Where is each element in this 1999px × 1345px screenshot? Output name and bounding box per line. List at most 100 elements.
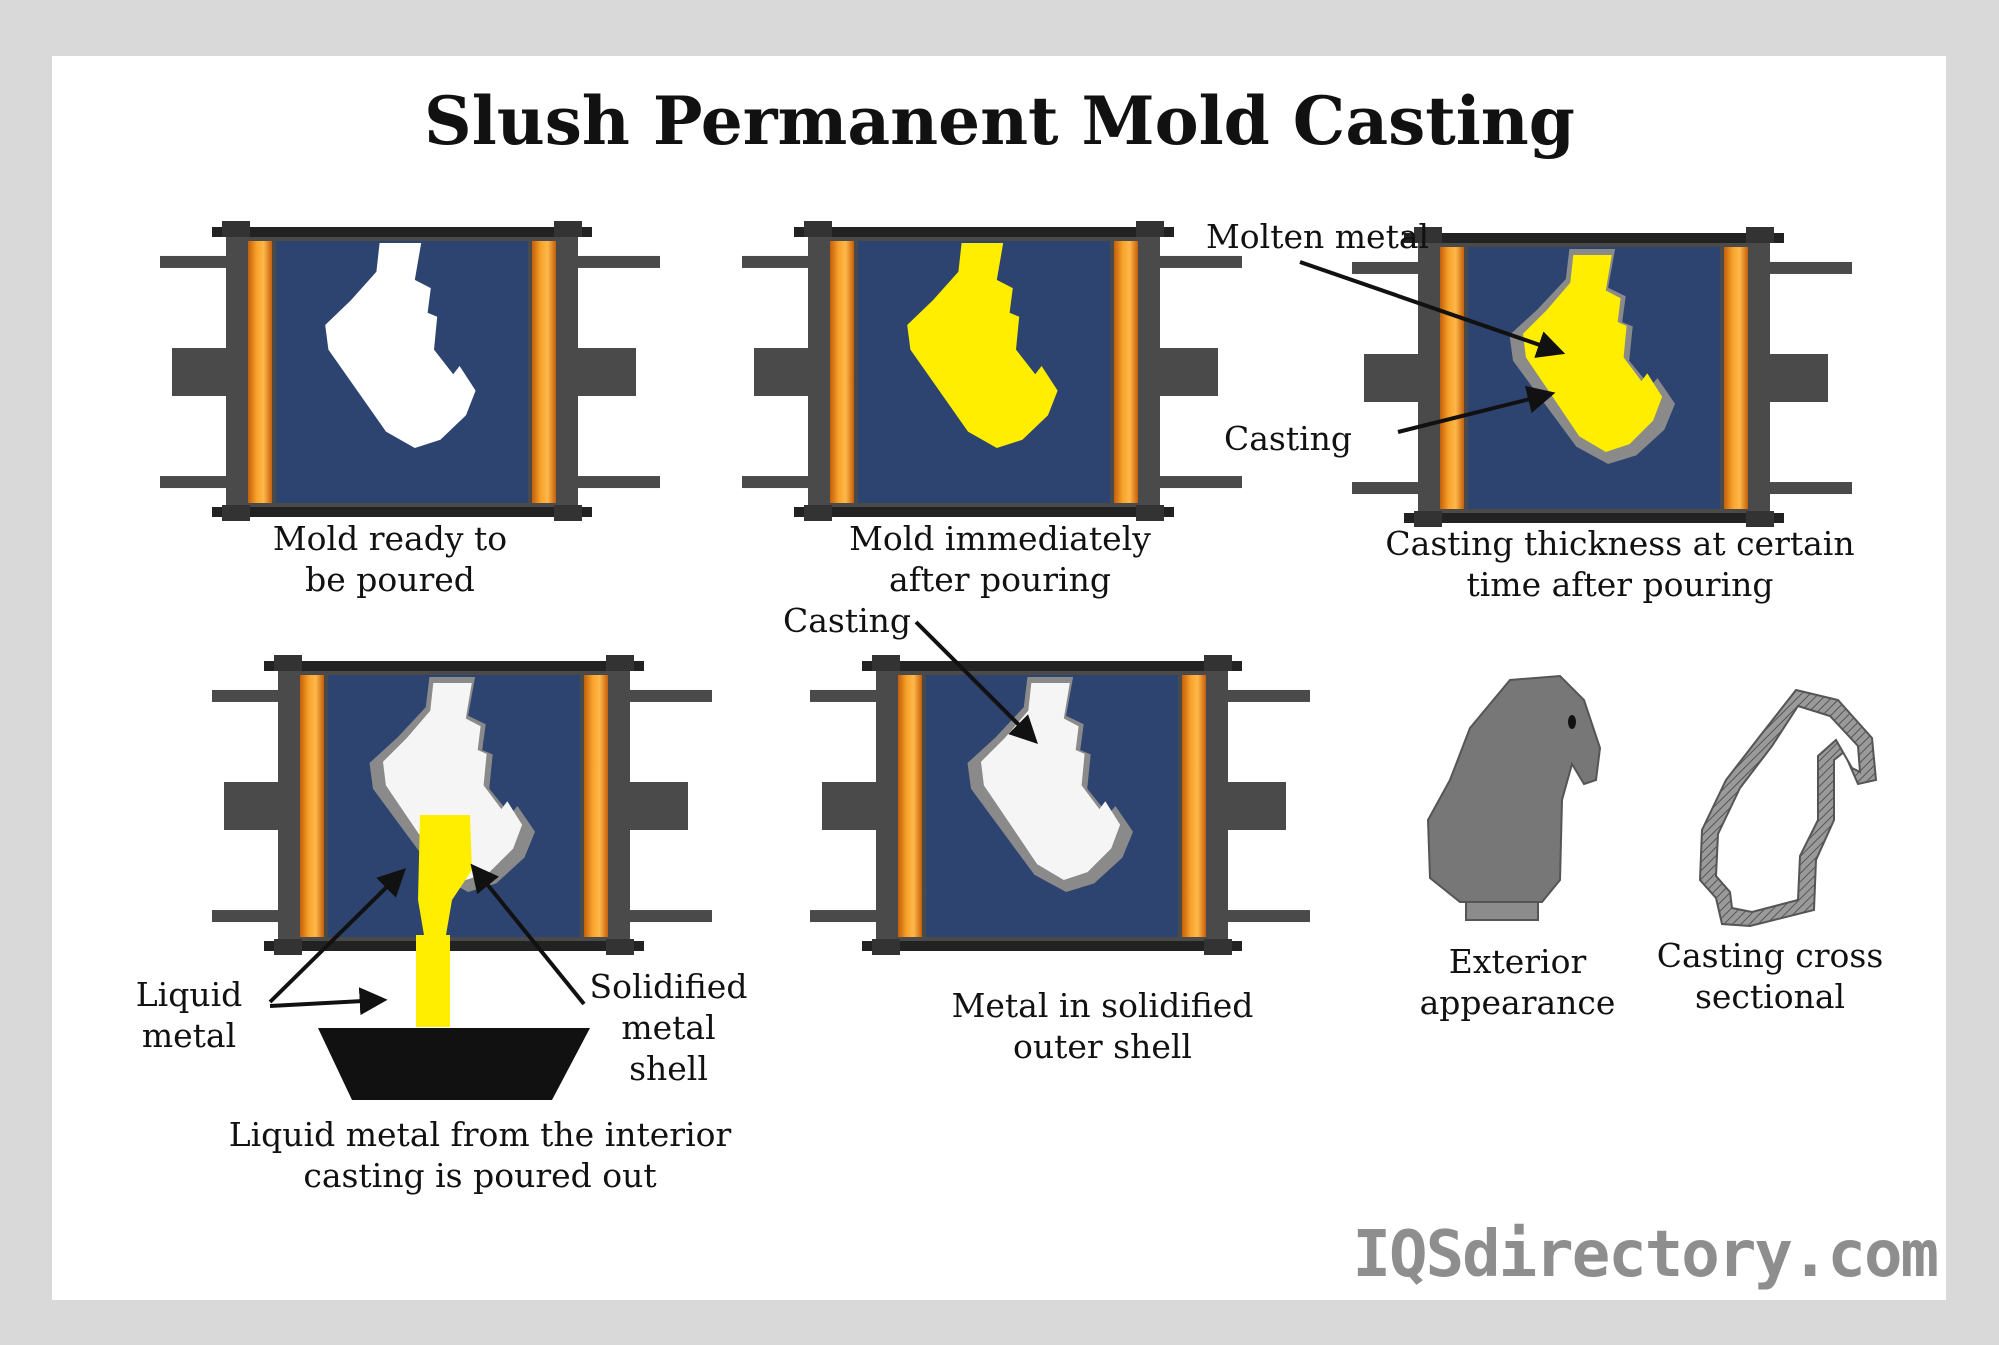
arrow-casting-step5 [914,620,1038,744]
caption-step5: Metal in solidified outer shell [930,985,1275,1067]
mold-bar-icon [1224,782,1286,830]
heater-left-icon [1440,247,1464,509]
mold-rod-icon [578,255,660,268]
mold-rod-icon [212,910,294,923]
mold-step3 [1352,227,1852,527]
heater-left-icon [830,241,854,503]
caption-step1: Mold ready to be poured [240,518,540,600]
callout-casting-step5: Casting [783,601,912,640]
caption-exterior: Exterior appearance [1400,941,1635,1023]
mold-clamp-icon [1136,221,1164,237]
mold-rod-icon [160,255,242,268]
callout-shell-line2: metal [621,1008,716,1047]
mold-bar-icon [1156,348,1218,396]
casting-silhouette-icon [907,243,1058,448]
diagram-title: Slush Permanent Mold Casting [424,82,1575,160]
exterior-body [1426,674,1602,903]
callout-liquid-line2: metal [141,1016,237,1055]
casting-core [1523,255,1663,452]
mold-clamp-icon [1136,505,1164,521]
cross-section-inner [1714,704,1862,914]
mold-rod-icon [1160,476,1242,489]
callout-shell-line3: shell [629,1049,708,1088]
callout-shell-line1: Solidified [589,967,748,1006]
arrow-liquid-metal-up [268,868,406,1004]
caption-step4-line1: Liquid metal from the interior [228,1115,732,1154]
caption-step4-line2: casting is poured out [303,1156,657,1195]
casting-core [383,683,523,880]
heater-right-icon [1724,247,1748,509]
mold-clamp-icon [872,939,900,955]
exterior-eye-icon [1568,715,1576,729]
mold-rod-icon [742,255,824,268]
mold-rod-icon [578,476,660,489]
exterior-casting-icon [1426,674,1602,921]
heater-right-icon [532,241,556,503]
mold-clamp-icon [274,939,302,955]
mold-platen-bottom [862,941,1242,951]
mold-clamp-icon [804,505,832,521]
mold-platen-top [264,661,644,671]
mold-clamp-icon [554,221,582,237]
mold-platen-top [862,661,1242,671]
watermark-logo: IQSdirectory.com [1352,1218,1939,1292]
mold-clamp-icon [606,939,634,955]
arrow-liquid-metal-right [269,987,388,1016]
mold-clamp-icon [1204,655,1232,671]
heater-right-icon [584,675,608,937]
mold-rod-icon [212,689,294,702]
ladle-icon [318,1028,590,1100]
mold-rod-icon [630,689,712,702]
caption-cross-line1: Casting cross [1656,936,1884,975]
mold-clamp-icon [222,221,250,237]
mold-clamp-icon [274,655,302,671]
mold-clamp-icon [872,655,900,671]
mold-bar-icon [822,782,882,830]
mold-platen-bottom [794,507,1174,517]
mold-step1 [160,221,660,521]
mold-rod-icon [1352,482,1434,495]
heater-right-icon [1114,241,1138,503]
heater-left-icon [300,675,324,937]
mold-clamp-icon [554,505,582,521]
mold-bar-icon [574,348,636,396]
mold-clamp-icon [222,505,250,521]
mold-clamp-icon [1414,227,1442,243]
mold-rod-icon [1228,910,1310,923]
caption-step5-line1: Metal in solidified [951,986,1254,1025]
arrow-casting-step3 [1397,385,1556,434]
mold-platen-bottom [212,507,592,517]
mold-rod-icon [1352,261,1434,274]
caption-exterior-line1: Exterior [1448,942,1587,981]
mold-rod-icon [1228,689,1310,702]
caption-cross-line2: sectional [1694,977,1846,1016]
caption-exterior-line2: appearance [1419,983,1616,1022]
mold-step2 [742,221,1242,521]
mold-platen-bottom [1404,513,1784,523]
caption-cross-section: Casting cross sectional [1650,935,1890,1017]
caption-step1-line2: be poured [305,560,475,599]
callout-liquid-metal: Liquid metal [124,974,254,1056]
liquid-metal-core [418,815,472,935]
mold-rod-icon [630,910,712,923]
heater-right-icon [1182,675,1206,937]
arrow-solidified-shell [470,863,586,1006]
mold-rod-icon [742,476,824,489]
callout-solidified-shell: Solidified metal shell [586,966,751,1089]
mold-rod-icon [160,476,242,489]
heater-left-icon [898,675,922,937]
caption-step2-line2: after pouring [889,560,1111,599]
cross-section-icon [1698,688,1878,928]
mold-bar-icon [172,348,232,396]
caption-step1-line1: Mold ready to [272,519,508,558]
mold-rod-icon [1770,261,1852,274]
caption-step3-line2: time after pouring [1466,565,1774,604]
exterior-base [1465,901,1539,921]
mold-clamp-icon [606,655,634,671]
mold-clamp-icon [1746,227,1774,243]
caption-step2-line1: Mold immediately [849,519,1151,558]
callout-molten-metal: Molten metal [1206,217,1430,256]
caption-step3-line1: Casting thickness at certain [1385,524,1855,563]
mold-rod-icon [1160,255,1242,268]
